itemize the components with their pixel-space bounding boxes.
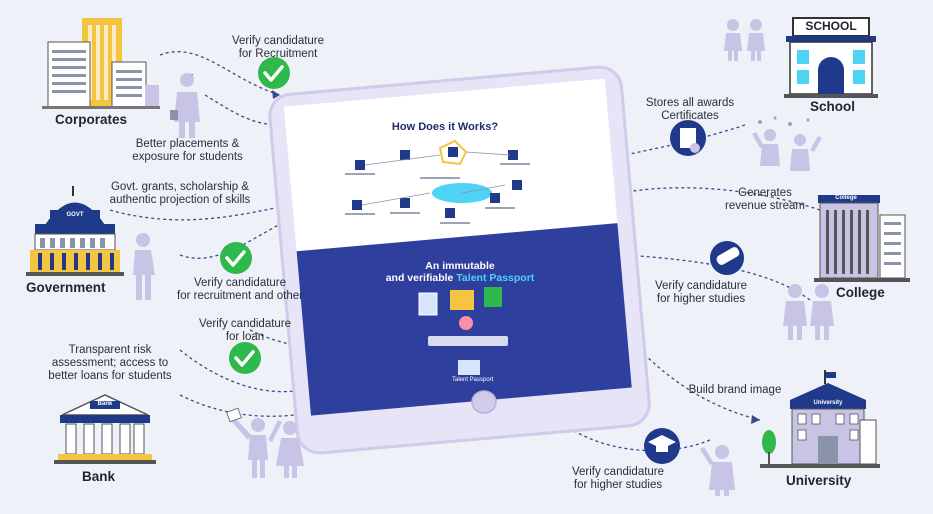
bank-building-icon — [54, 394, 156, 464]
hand-paper-icon — [226, 407, 242, 423]
businessman-icon — [170, 73, 200, 138]
certificate-icon — [670, 120, 706, 156]
label-government-grants: Govt. grants, scholarship &authentic pro… — [109, 181, 251, 206]
entity-school: School — [810, 99, 856, 114]
label-corporates-placements: Better placements &exposure for students — [132, 138, 243, 163]
tablet-passport-tag: Talent Passport — [452, 377, 494, 383]
entity-college: College — [836, 285, 885, 300]
graduation-cap-icon — [644, 428, 680, 464]
corporates-building-icon — [42, 18, 160, 109]
entity-bank: Bank — [82, 469, 116, 484]
graduates-celebrating-icon — [752, 116, 822, 171]
government-building-icon — [26, 186, 124, 276]
entity-corporates: Corporates — [55, 112, 128, 127]
tablet-device — [268, 65, 651, 455]
students-icon — [783, 284, 834, 340]
university-building-icon — [760, 370, 880, 468]
tablet-passport-visuals — [418, 287, 508, 375]
entity-government: Government — [26, 280, 106, 295]
govt-sign-text: GOVT — [66, 212, 84, 218]
bank-sign-text: Bank — [97, 401, 113, 407]
arrow-university-bottom — [564, 424, 711, 452]
label-university-brand: Build brand image — [688, 384, 782, 396]
arrow-government-top — [109, 204, 291, 221]
tablet-title: How Does it Works? — [391, 121, 499, 133]
diploma-icon — [710, 241, 744, 275]
university-sign-text: University — [813, 400, 843, 406]
student-icon — [133, 233, 155, 300]
graduate-icon — [700, 445, 735, 496]
check-icon — [220, 242, 252, 274]
school-kids-icon — [724, 19, 765, 61]
check-icon — [258, 57, 290, 89]
entity-university: University — [786, 473, 852, 488]
check-icon — [229, 342, 261, 374]
tablet-passport-heading: An immutable and verifiable Talent Passp… — [385, 260, 535, 284]
arrow-college-top — [609, 187, 821, 211]
arrow-corporates-top — [159, 51, 281, 96]
college-building-icon — [814, 195, 910, 282]
college-sign-text: College — [835, 195, 857, 201]
arrow-university-top — [639, 349, 761, 421]
school-building-icon — [784, 17, 878, 98]
tablet-screen-diagram — [345, 139, 530, 224]
school-sign-text: SCHOOL — [805, 19, 857, 33]
